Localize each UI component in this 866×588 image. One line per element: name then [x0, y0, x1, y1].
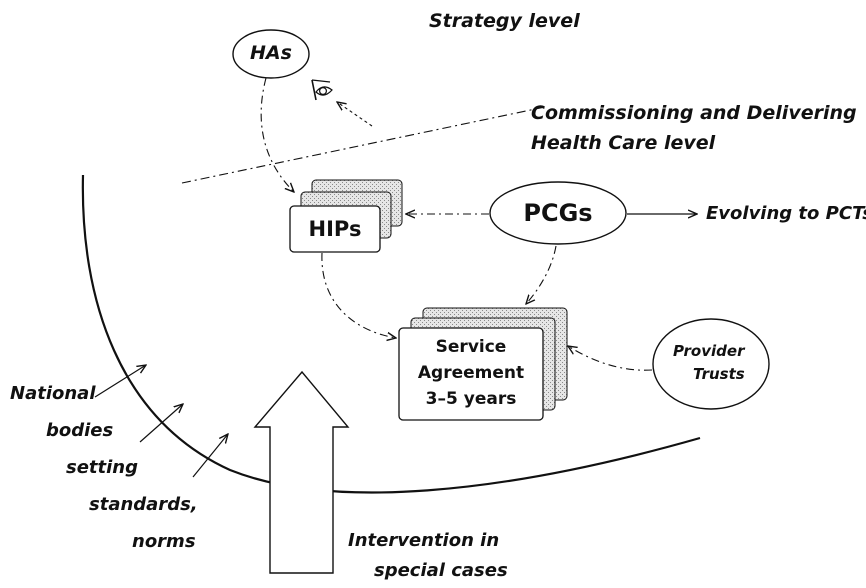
hips-label: HIPs [308, 217, 362, 241]
provider-to-service-arrow [568, 346, 653, 371]
boundary-curve [81, 174, 701, 494]
national-bodies-line5: norms [132, 531, 196, 552]
national-arrow-1 [94, 365, 146, 398]
service-label-line3: 3–5 years [425, 389, 517, 409]
national-bodies-line1: National [10, 383, 96, 404]
provider-ellipse [652, 318, 770, 410]
service-label-line2: Agreement [417, 363, 525, 383]
commissioning-level-label-line2: Health Care level [531, 132, 716, 154]
eye-icon [311, 79, 333, 101]
monitor-arrow [337, 102, 373, 127]
has-to-hips-arrow [260, 77, 294, 192]
service-label-line1: Service [435, 337, 507, 357]
evolving-to-pcts-label: Evolving to PCTs [706, 203, 866, 224]
provider-label-line1: Provider [673, 342, 745, 360]
national-bodies-line2: bodies [46, 420, 114, 441]
pcgs-ellipse [489, 181, 627, 245]
intervention-arrow [253, 370, 350, 574]
hips-box [289, 205, 381, 253]
commissioning-level-label-line1: Commissioning and Delivering [531, 102, 857, 124]
national-arrow-2 [139, 404, 183, 443]
national-bodies-line3: setting [66, 457, 138, 478]
hips-to-service-arrow [321, 252, 396, 338]
has-label: HAs [250, 42, 292, 64]
intervention-label-line1: Intervention in [348, 530, 500, 551]
service-box [398, 327, 544, 421]
national-arrow-3 [192, 434, 228, 478]
pcgs-label: PCGs [523, 199, 593, 227]
pcgs-to-service-arrow [526, 245, 557, 304]
provider-label-line2: Trusts [693, 365, 745, 383]
national-bodies-line4: standards, [89, 494, 198, 515]
has-ellipse [232, 29, 310, 79]
intervention-label-line2: special cases [374, 560, 508, 581]
strategy-level-label: Strategy level [429, 10, 580, 32]
level-divider-line [181, 106, 546, 184]
